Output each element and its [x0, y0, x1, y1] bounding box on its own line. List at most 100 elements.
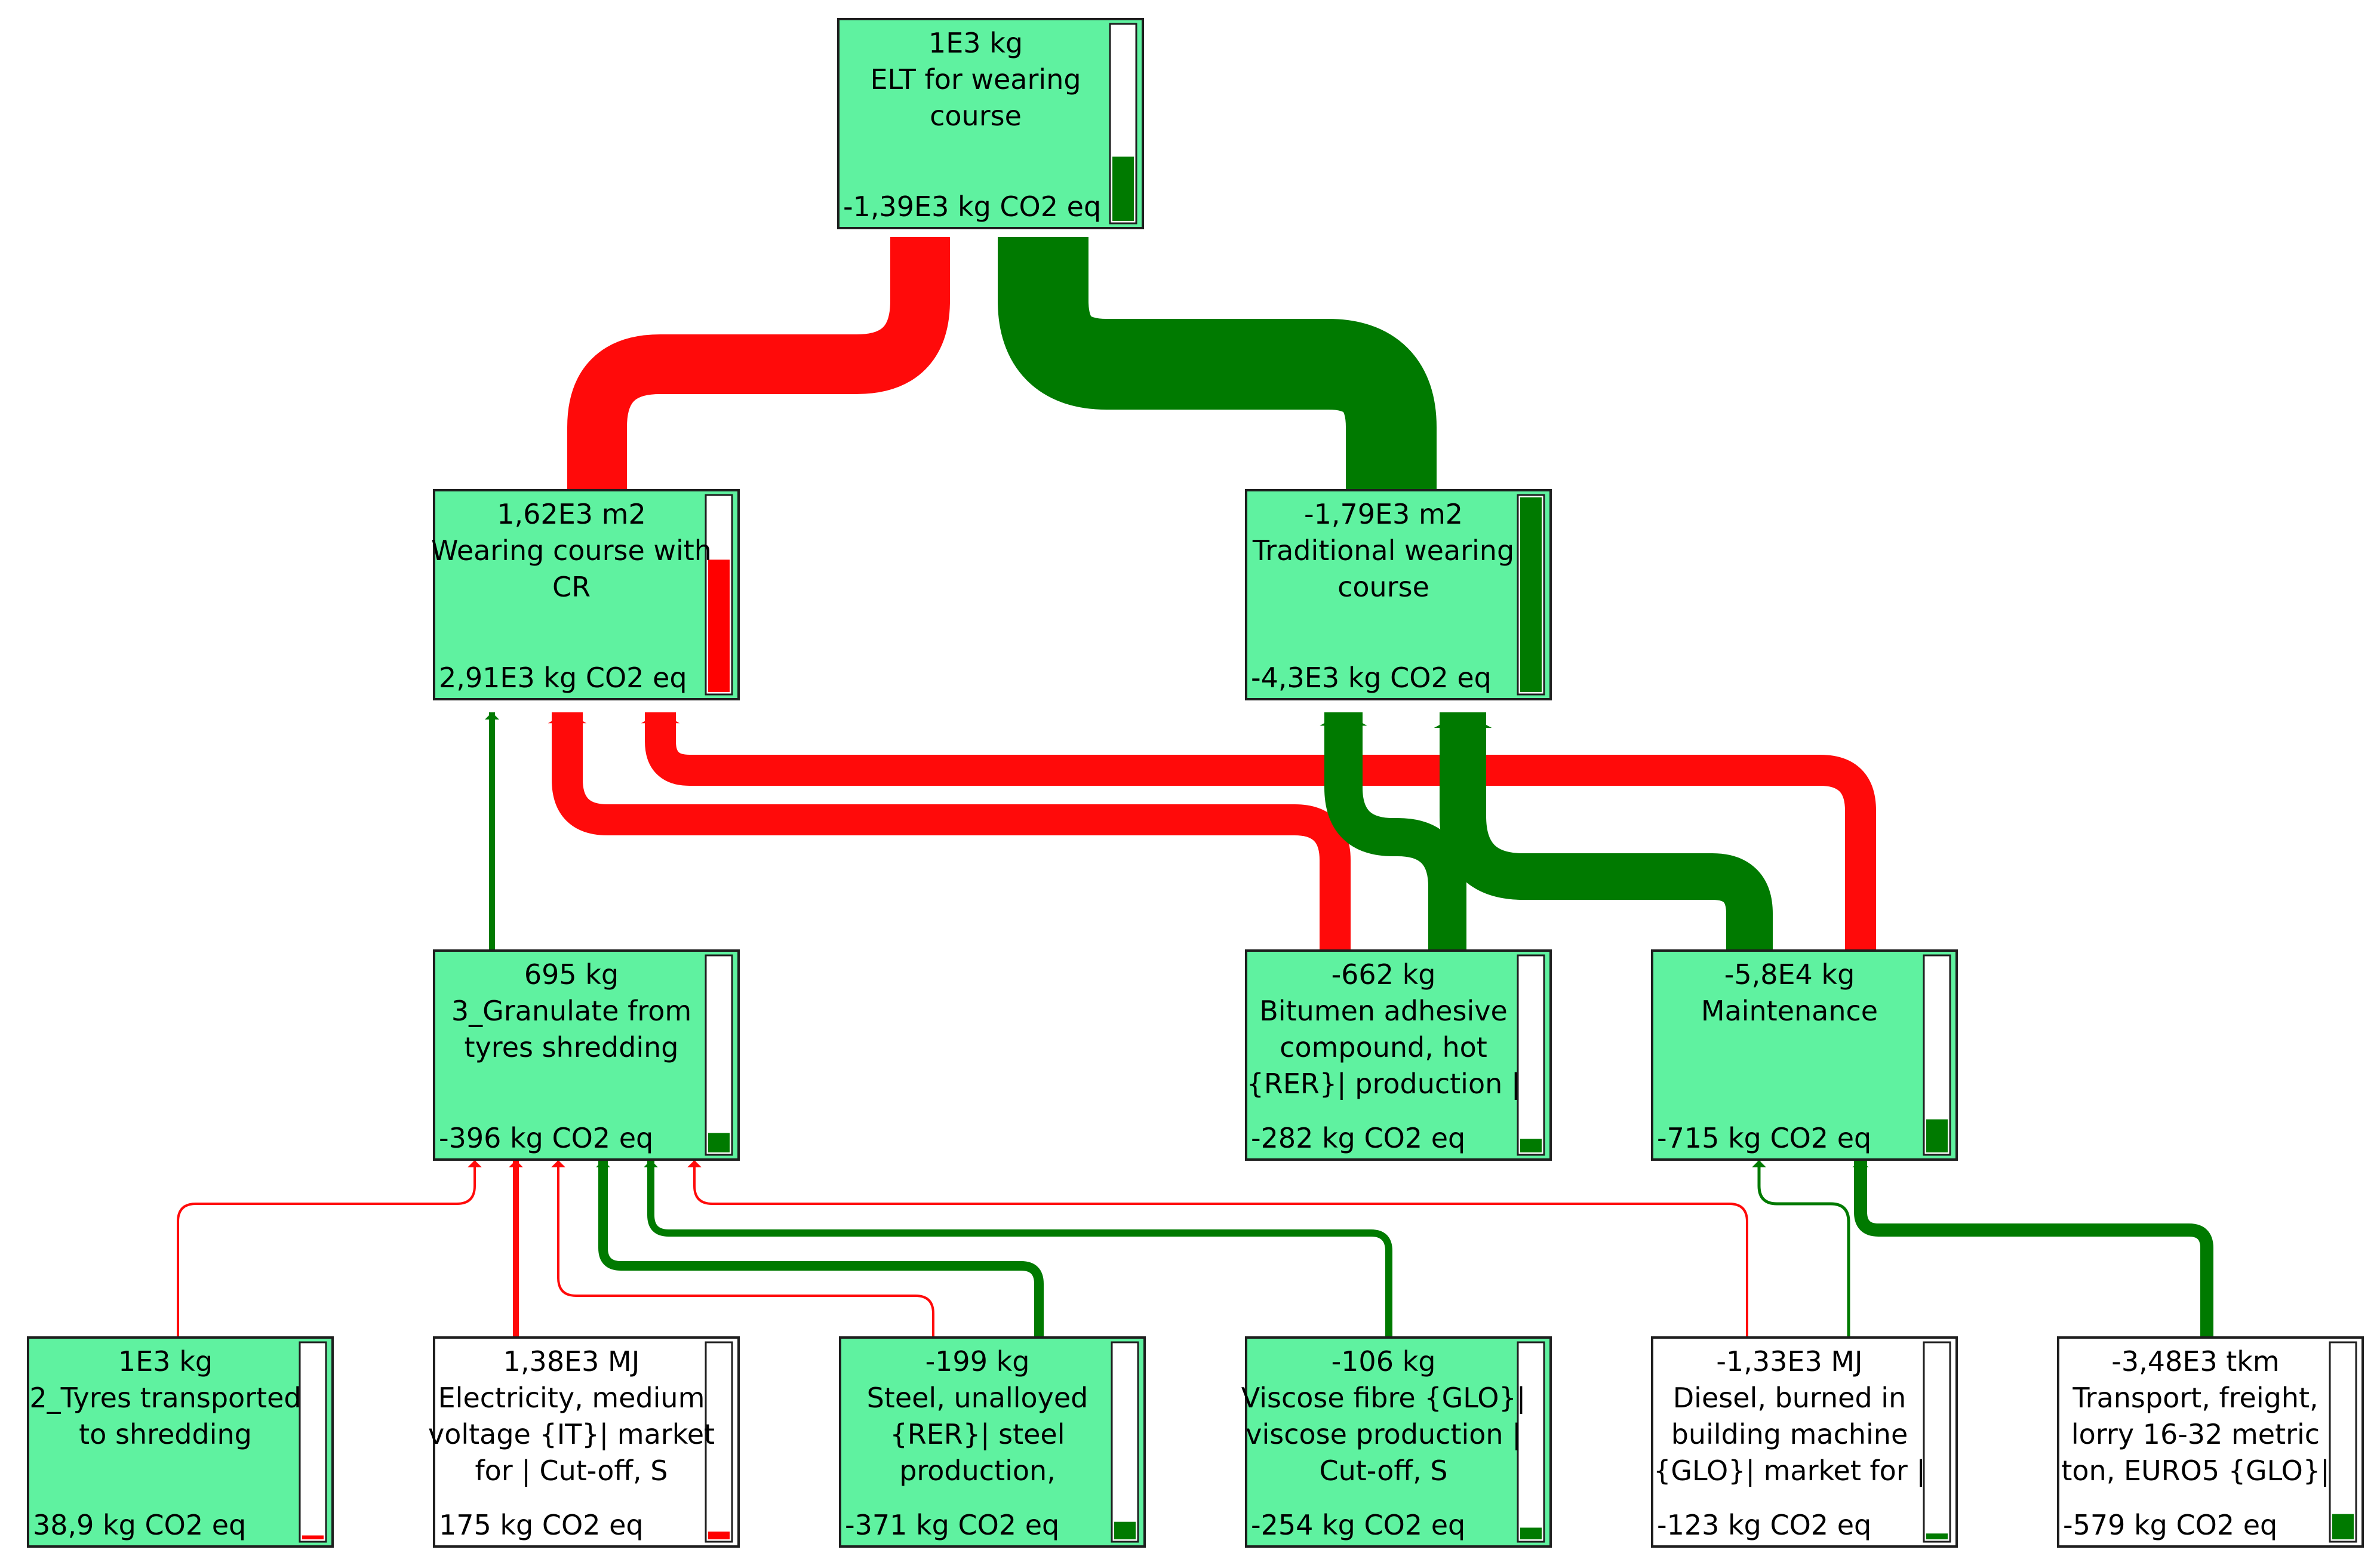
- flow-transp-to-maint: [1852, 1160, 2213, 1338]
- impact-gauge-fill: [2332, 1514, 2354, 1539]
- flow-line: [647, 1160, 1392, 1338]
- impact-gauge: [1111, 1341, 1139, 1543]
- node-box: [433, 1336, 740, 1548]
- impact-gauge-fill: [1114, 1521, 1136, 1539]
- flow-arrowhead: [644, 1160, 658, 1167]
- flows-layer: [177, 237, 2213, 1338]
- node-name-line: {RER}| production |: [1247, 1068, 1521, 1100]
- impact-gauge: [299, 1341, 327, 1543]
- node-impact: 2,91E3 kg CO2 eq: [439, 662, 687, 694]
- flow-arrowhead: [485, 712, 499, 720]
- flow-trad-to-elt: [998, 237, 1448, 506]
- flow-diesel-to-maint: [1752, 1160, 1850, 1338]
- flow-bit-to-wcr: [548, 712, 1351, 951]
- flow-line: [645, 712, 1876, 951]
- node-name-line: Electricity, medium: [438, 1382, 705, 1414]
- flow-line: [177, 1160, 476, 1338]
- node-impact: -4,3E3 kg CO2 eq: [1251, 662, 1492, 694]
- node-name-line: ton, EURO5 {GLO}|: [2061, 1455, 2329, 1487]
- impact-gauge-fill: [1926, 1119, 1948, 1152]
- flow-line: [998, 237, 1437, 490]
- node-impact: -254 kg CO2 eq: [1251, 1509, 1465, 1541]
- impact-gauge-fill: [708, 1531, 730, 1539]
- node-amount: 1,38E3 MJ: [503, 1345, 640, 1378]
- node-impact: -579 kg CO2 eq: [2063, 1509, 2277, 1541]
- impact-gauge: [1923, 1341, 1951, 1543]
- node-name-line: Wearing course with: [431, 534, 712, 567]
- flow-maint-to-wcr: [641, 712, 1876, 951]
- impact-gauge: [705, 954, 733, 1156]
- flow-line: [1854, 1160, 2213, 1338]
- flow-arrowhead: [1434, 712, 1492, 728]
- node-name-line: voltage {IT}| market: [428, 1418, 715, 1451]
- impact-gauge-fill: [1926, 1533, 1948, 1539]
- node-name-line: {GLO}| market for |: [1653, 1455, 1926, 1487]
- node-amount: 1E3 kg: [928, 27, 1023, 59]
- node-name-line: for | Cut-off, S: [475, 1455, 668, 1487]
- flow-arrowhead: [468, 1160, 482, 1167]
- node-amount: 1,62E3 m2: [497, 498, 645, 530]
- node-impact: -715 kg CO2 eq: [1657, 1122, 1871, 1154]
- node-name-line: ELT for wearing: [870, 63, 1081, 96]
- node-impact: 38,9 kg CO2 eq: [33, 1509, 246, 1541]
- node-amount: -106 kg: [1332, 1345, 1436, 1378]
- flow-line: [567, 237, 950, 490]
- node-name-line: {RER}| steel: [890, 1418, 1065, 1451]
- impact-gauge: [1517, 954, 1545, 1156]
- node-elec[interactable]: 1,38E3 MJ Electricity, medium voltage {IT}…: [428, 1336, 740, 1548]
- node-box: [1245, 489, 1552, 700]
- flow-bit-to-trad: [1320, 712, 1466, 951]
- node-name-line: compound, hot: [1280, 1031, 1487, 1063]
- node-elt[interactable]: 1E3 kg ELT for wearing course -1,39E3 kg CO…: [837, 18, 1144, 229]
- node-name-line: course: [930, 100, 1022, 132]
- flow-arrowhead: [509, 1160, 523, 1167]
- impact-gauge: [705, 1341, 733, 1543]
- node-name-line: Transport, freight,: [2072, 1382, 2318, 1414]
- flow-arrowhead: [1852, 1160, 1869, 1167]
- impact-gauge-fill: [302, 1535, 324, 1539]
- impact-gauge-fill: [1112, 156, 1134, 221]
- impact-gauge-fill: [708, 1133, 730, 1152]
- flow-tyres-to-gran: [177, 1160, 482, 1338]
- node-box: [1651, 949, 1958, 1161]
- node-name-line: to shredding: [79, 1418, 252, 1450]
- flow-diesel-to-gran: [687, 1160, 1748, 1338]
- node-amount: -199 kg: [925, 1345, 1030, 1378]
- node-impact: -371 kg CO2 eq: [845, 1509, 1059, 1541]
- impact-gauge-fill: [708, 559, 730, 692]
- flow-line: [1757, 1160, 1850, 1338]
- flow-visc-to-gran: [644, 1160, 1392, 1338]
- node-box: [27, 1336, 334, 1548]
- node-box: [433, 489, 740, 700]
- node-amount: -1,33E3 MJ: [1716, 1345, 1862, 1378]
- node-name-line: Diesel, burned in: [1673, 1382, 1906, 1414]
- flow-arrowhead: [1320, 712, 1367, 726]
- node-amount: -3,48E3 tkm: [2111, 1345, 2279, 1378]
- impact-gauge: [2329, 1341, 2357, 1543]
- impact-gauge-fill: [1520, 497, 1542, 692]
- node-box: [839, 1336, 1146, 1548]
- flow-line: [693, 1160, 1748, 1338]
- node-box: [2057, 1336, 2364, 1548]
- node-impact: -1,39E3 kg CO2 eq: [843, 190, 1101, 223]
- node-impact: 175 kg CO2 eq: [439, 1509, 644, 1541]
- node-amount: 695 kg: [524, 958, 619, 991]
- flow-arrowhead: [548, 712, 587, 724]
- node-name-line: Maintenance: [1701, 995, 1878, 1027]
- flow-steel-to-gran: [596, 1160, 1044, 1338]
- flow-gran-to-wcr: [485, 712, 499, 951]
- impact-gauge-fill: [1520, 1139, 1542, 1152]
- flow-elec-to-gran: [509, 1160, 523, 1338]
- flow-line: [552, 712, 1351, 951]
- flow-arrowhead: [551, 1160, 565, 1167]
